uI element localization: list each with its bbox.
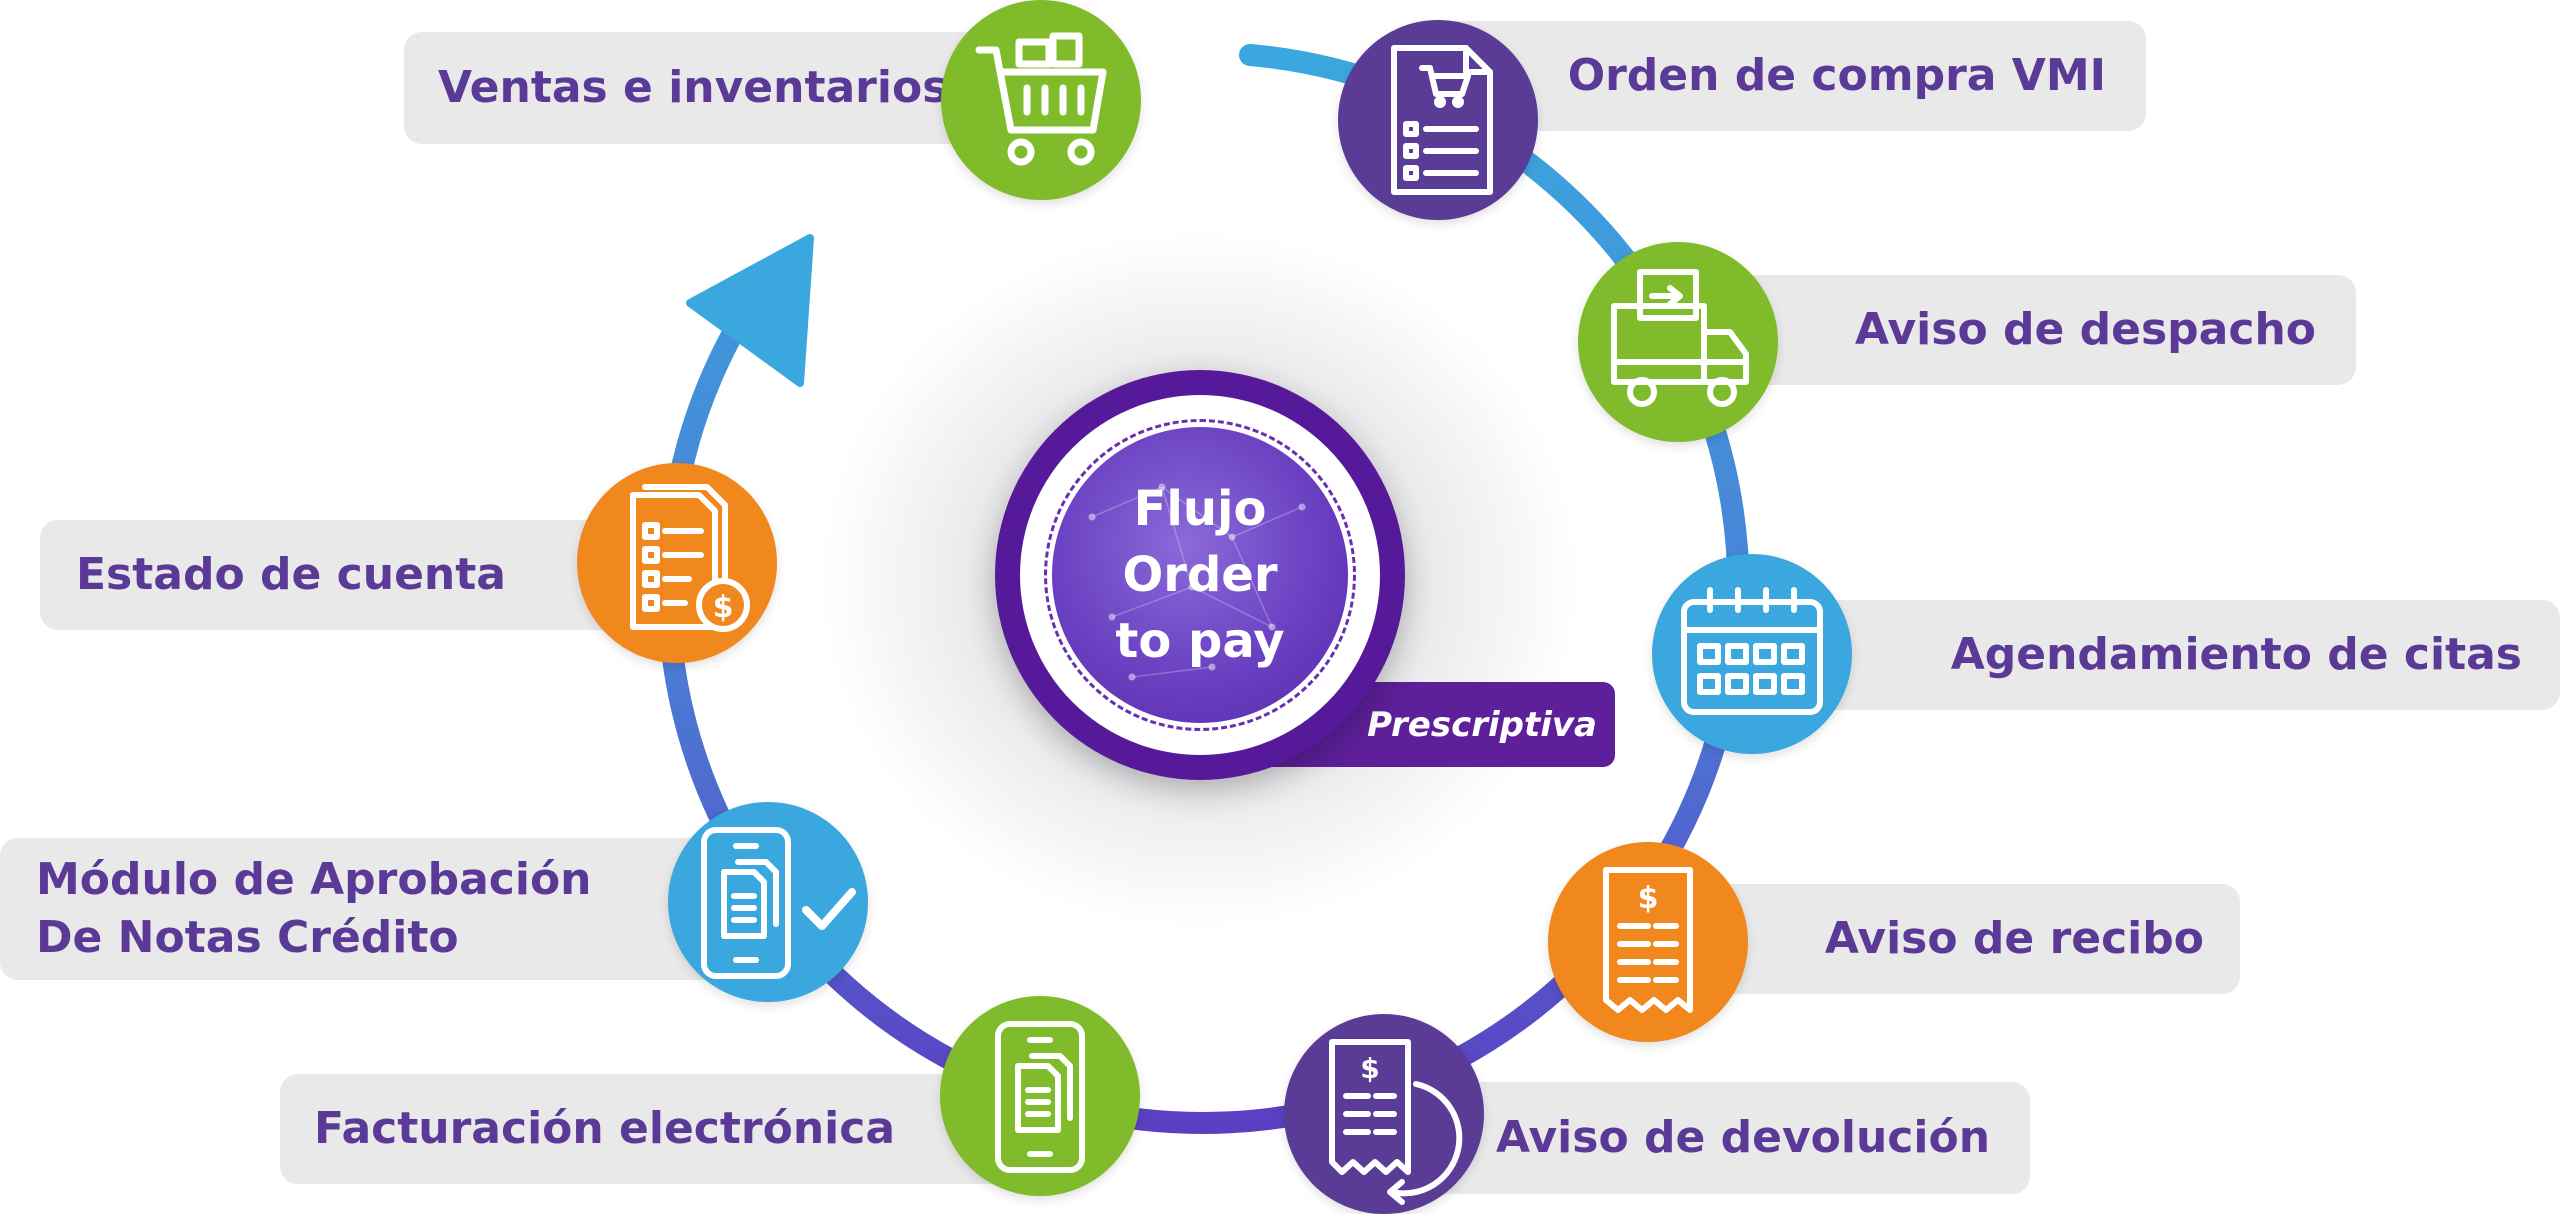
mobile-invoice-icon (995, 1021, 1085, 1173)
center-dashed-ring (1044, 419, 1356, 731)
step-node-aprobacion (668, 802, 868, 1002)
step-label-box: Módulo de Aprobación De Notas Crédito (0, 838, 760, 980)
step-label-box: Orden de compra VMI (1440, 21, 2146, 131)
brand-name: Prescriptiva (1367, 704, 1597, 745)
receipt-icon: $ (1603, 867, 1693, 1013)
delivery-truck-icon (1611, 269, 1749, 407)
step-label-box: Agendamiento de citas (1770, 600, 2560, 710)
center-title: Flujo Order to pay (1052, 440, 1348, 710)
step-node-orden-compra (1338, 20, 1538, 220)
step-label-box: Facturación electrónica (280, 1074, 1010, 1184)
step-label-line: De Notas Crédito (36, 912, 459, 963)
step-node-devolucion: $ (1284, 1014, 1484, 1214)
step-label: Aviso de devolución (1496, 1112, 1991, 1163)
step-node-recibo: $ (1548, 842, 1748, 1042)
center-title-line: Order (1122, 547, 1278, 603)
mobile-approval-icon (701, 827, 856, 979)
step-node-despacho (1578, 242, 1778, 442)
calendar-icon (1681, 587, 1823, 715)
step-label-line: Módulo de Aprobación (36, 854, 592, 905)
step-node-estado-cuenta: $ (577, 463, 777, 663)
shopping-cart-icon (975, 32, 1107, 166)
center-title-line: Flujo (1133, 481, 1267, 537)
step-node-facturacion (940, 996, 1140, 1196)
step-label: Facturación electrónica (314, 1103, 896, 1154)
step-label-box: Ventas e inventarios (404, 32, 1010, 144)
account-statement-icon: $ (630, 484, 750, 632)
step-node-agendamiento (1652, 554, 1852, 754)
center-title-line: to pay (1115, 613, 1285, 669)
step-node-ventas (941, 0, 1141, 200)
purchase-order-icon (1391, 45, 1493, 195)
svg-text:$: $ (1638, 881, 1659, 916)
svg-text:$: $ (713, 590, 734, 625)
step-label: Agendamiento de citas (1950, 629, 2522, 680)
step-label: Estado de cuenta (76, 549, 506, 600)
step-label-box: Aviso de devolución (1420, 1082, 2030, 1194)
svg-text:$: $ (1360, 1052, 1379, 1085)
step-label: Aviso de despacho (1855, 304, 2316, 355)
flow-arrowhead (686, 234, 814, 387)
step-label: Ventas e inventarios (438, 62, 949, 113)
step-label: Orden de compra VMI (1567, 50, 2106, 101)
step-label: Módulo de Aprobación De Notas Crédito (36, 851, 592, 967)
return-receipt-icon: $ (1329, 1039, 1463, 1205)
step-label: Aviso de recibo (1824, 913, 2204, 964)
